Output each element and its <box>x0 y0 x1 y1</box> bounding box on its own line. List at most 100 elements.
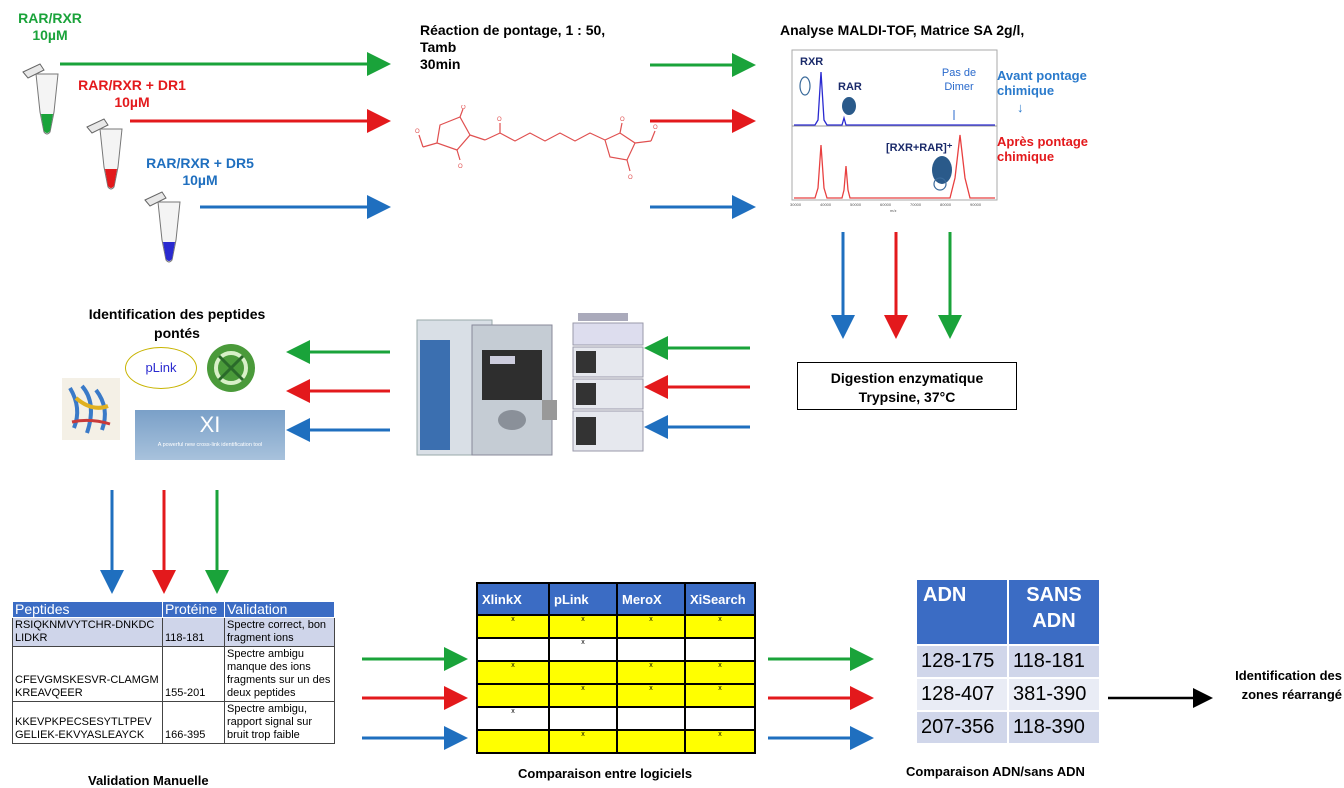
crosslink-line2: Tamb <box>420 39 457 55</box>
rar-peak-label: RAR <box>838 81 862 93</box>
x-tick-6: 80000 <box>940 202 952 207</box>
table-row: x <box>476 706 756 731</box>
comparison-cell: x <box>548 729 618 754</box>
protein-structure-icon <box>62 378 120 440</box>
svg-text:O: O <box>461 105 466 111</box>
protein-cell: 155-201 <box>162 646 225 702</box>
comparison-cell: x <box>684 614 756 639</box>
comparison-cell <box>616 637 686 662</box>
mass-spectrometer-icon <box>416 319 557 456</box>
result-label: Identification des zones réarrangé <box>1235 668 1342 702</box>
comparison-cell <box>616 729 686 754</box>
sample-3-conc: 10µM <box>182 172 218 188</box>
maldi-title: Analyse MALDI-TOF, Matrice SA 2g/l, <box>780 22 1025 38</box>
table-row: KKEVPKPECSESYTLTPEVGELIEK-EKVYASLEAYCK 1… <box>12 701 335 744</box>
svg-text:O: O <box>415 129 420 135</box>
sample-2-conc: 10µM <box>114 94 150 110</box>
svg-text:O: O <box>628 175 633 181</box>
complex-peak-label: [RXR+RAR]⁺ <box>886 142 953 154</box>
table-row: 128-407 381-390 <box>915 677 1101 712</box>
comparison-cell: x <box>684 729 756 754</box>
comparison-cell <box>476 683 550 708</box>
comparison-cell <box>684 706 756 731</box>
table-row: 128-175 118-181 <box>915 644 1101 679</box>
header-proteine: Protéine <box>162 601 225 618</box>
header-xisearch: XiSearch <box>684 582 756 616</box>
header-merox: MeroX <box>616 582 686 616</box>
header-xlinkx: XlinkX <box>476 582 550 616</box>
maldi-spectrum: 30000 40000 50000 60000 70000 80000 9000… <box>790 48 1000 213</box>
header-adn: ADN <box>915 578 1009 646</box>
down-arrow-icon: ↓ <box>1017 100 1024 115</box>
sample-1-label: RAR/RXR 10µM <box>10 10 90 44</box>
after-crosslink-label: Après pontage chimique <box>997 134 1089 164</box>
adn-cell: 207-356 <box>915 710 1009 745</box>
comparison-cell: x <box>616 660 686 685</box>
comparison-cell: x <box>476 614 550 639</box>
svg-text:O: O <box>497 117 502 123</box>
plink-logo: pLink <box>125 347 197 389</box>
adn-table: ADN SANS ADN 128-175 118-181 128-407 381… <box>915 578 1101 745</box>
header-peptides: Peptides <box>12 601 163 618</box>
comparison-caption: Comparaison entre logiciels <box>518 766 693 781</box>
x-tick-5: 70000 <box>910 202 922 207</box>
crosslink-line1: Réaction de pontage, 1 : 50, <box>420 22 606 38</box>
adn-cell: 128-407 <box>915 677 1009 712</box>
x-tick-4: 60000 <box>880 202 892 207</box>
comparison-cell: x <box>616 614 686 639</box>
adn-table-wrap: ADN SANS ADN 128-175 118-181 128-407 381… <box>915 578 1101 745</box>
tube-red-icon <box>86 118 123 190</box>
sample-2-name: RAR/RXR + DR1 <box>78 77 186 93</box>
identification-title: Identification des peptides pontés <box>88 306 266 341</box>
comparison-cell <box>476 637 550 662</box>
adn-cell: 128-175 <box>915 644 1009 679</box>
header-validation: Validation <box>224 601 335 618</box>
svg-text:O: O <box>653 125 658 131</box>
table-row: RSIQKNMVYTCHR-DNKDCLIDKR 118-181 Spectre… <box>12 617 335 647</box>
rxr-peak-label: RXR <box>800 56 824 68</box>
comparison-cell <box>548 660 618 685</box>
comparison-cell <box>684 637 756 662</box>
comparison-cell: x <box>476 660 550 685</box>
sans-adn-cell: 118-181 <box>1007 644 1101 679</box>
xi-logo-title: XI <box>199 412 221 437</box>
before-crosslink-label: Avant pontage chimique <box>997 68 1087 98</box>
protein-cell: 118-181 <box>162 617 225 647</box>
sample-3-label: RAR/RXR + DR5 10µM <box>135 155 265 189</box>
table-row: CFEVGMSKESVR-CLAMGMKREAVQEER 155-201 Spe… <box>12 646 335 702</box>
x-tick-3: 50000 <box>850 202 862 207</box>
validation-cell: Spectre ambigu, rapport signal sur bruit… <box>224 701 335 744</box>
peptide-cell: RSIQKNMVYTCHR-DNKDCLIDKR <box>12 617 163 647</box>
sample-2-label: RAR/RXR + DR1 10µM <box>67 77 197 111</box>
hplc-system-icon <box>572 313 644 452</box>
peptide-cell: CFEVGMSKESVR-CLAMGMKREAVQEER <box>12 646 163 702</box>
x-tick-1: 30000 <box>790 202 802 207</box>
x-axis-unit: m/z <box>890 208 896 213</box>
comparison-cell <box>616 706 686 731</box>
comparison-cell: x <box>476 706 550 731</box>
validation-cell: Spectre ambigu manque des ions fragments… <box>224 646 335 702</box>
comparison-cell: x <box>548 637 618 662</box>
header-sans-adn: SANS ADN <box>1007 578 1101 646</box>
tube-blue-icon <box>144 191 181 263</box>
comparison-cell: x <box>684 660 756 685</box>
x-tick-2: 40000 <box>820 202 832 207</box>
sample-1-conc: 10µM <box>32 27 68 43</box>
comparison-cell: x <box>616 683 686 708</box>
manual-validation-table: Peptides Protéine Validation RSIQKNMVYTC… <box>12 601 335 744</box>
sample-3-name: RAR/RXR + DR5 <box>146 155 254 171</box>
xi-logo: XI A powerful new cross-link identificat… <box>135 410 285 460</box>
comparison-cell: x <box>684 683 756 708</box>
sans-adn-cell: 118-390 <box>1007 710 1101 745</box>
header-plink: pLink <box>548 582 618 616</box>
protein-cell: 166-395 <box>162 701 225 744</box>
table-row: x <box>476 637 756 662</box>
sample-1-name: RAR/RXR <box>18 10 82 26</box>
comparison-cell: x <box>548 614 618 639</box>
